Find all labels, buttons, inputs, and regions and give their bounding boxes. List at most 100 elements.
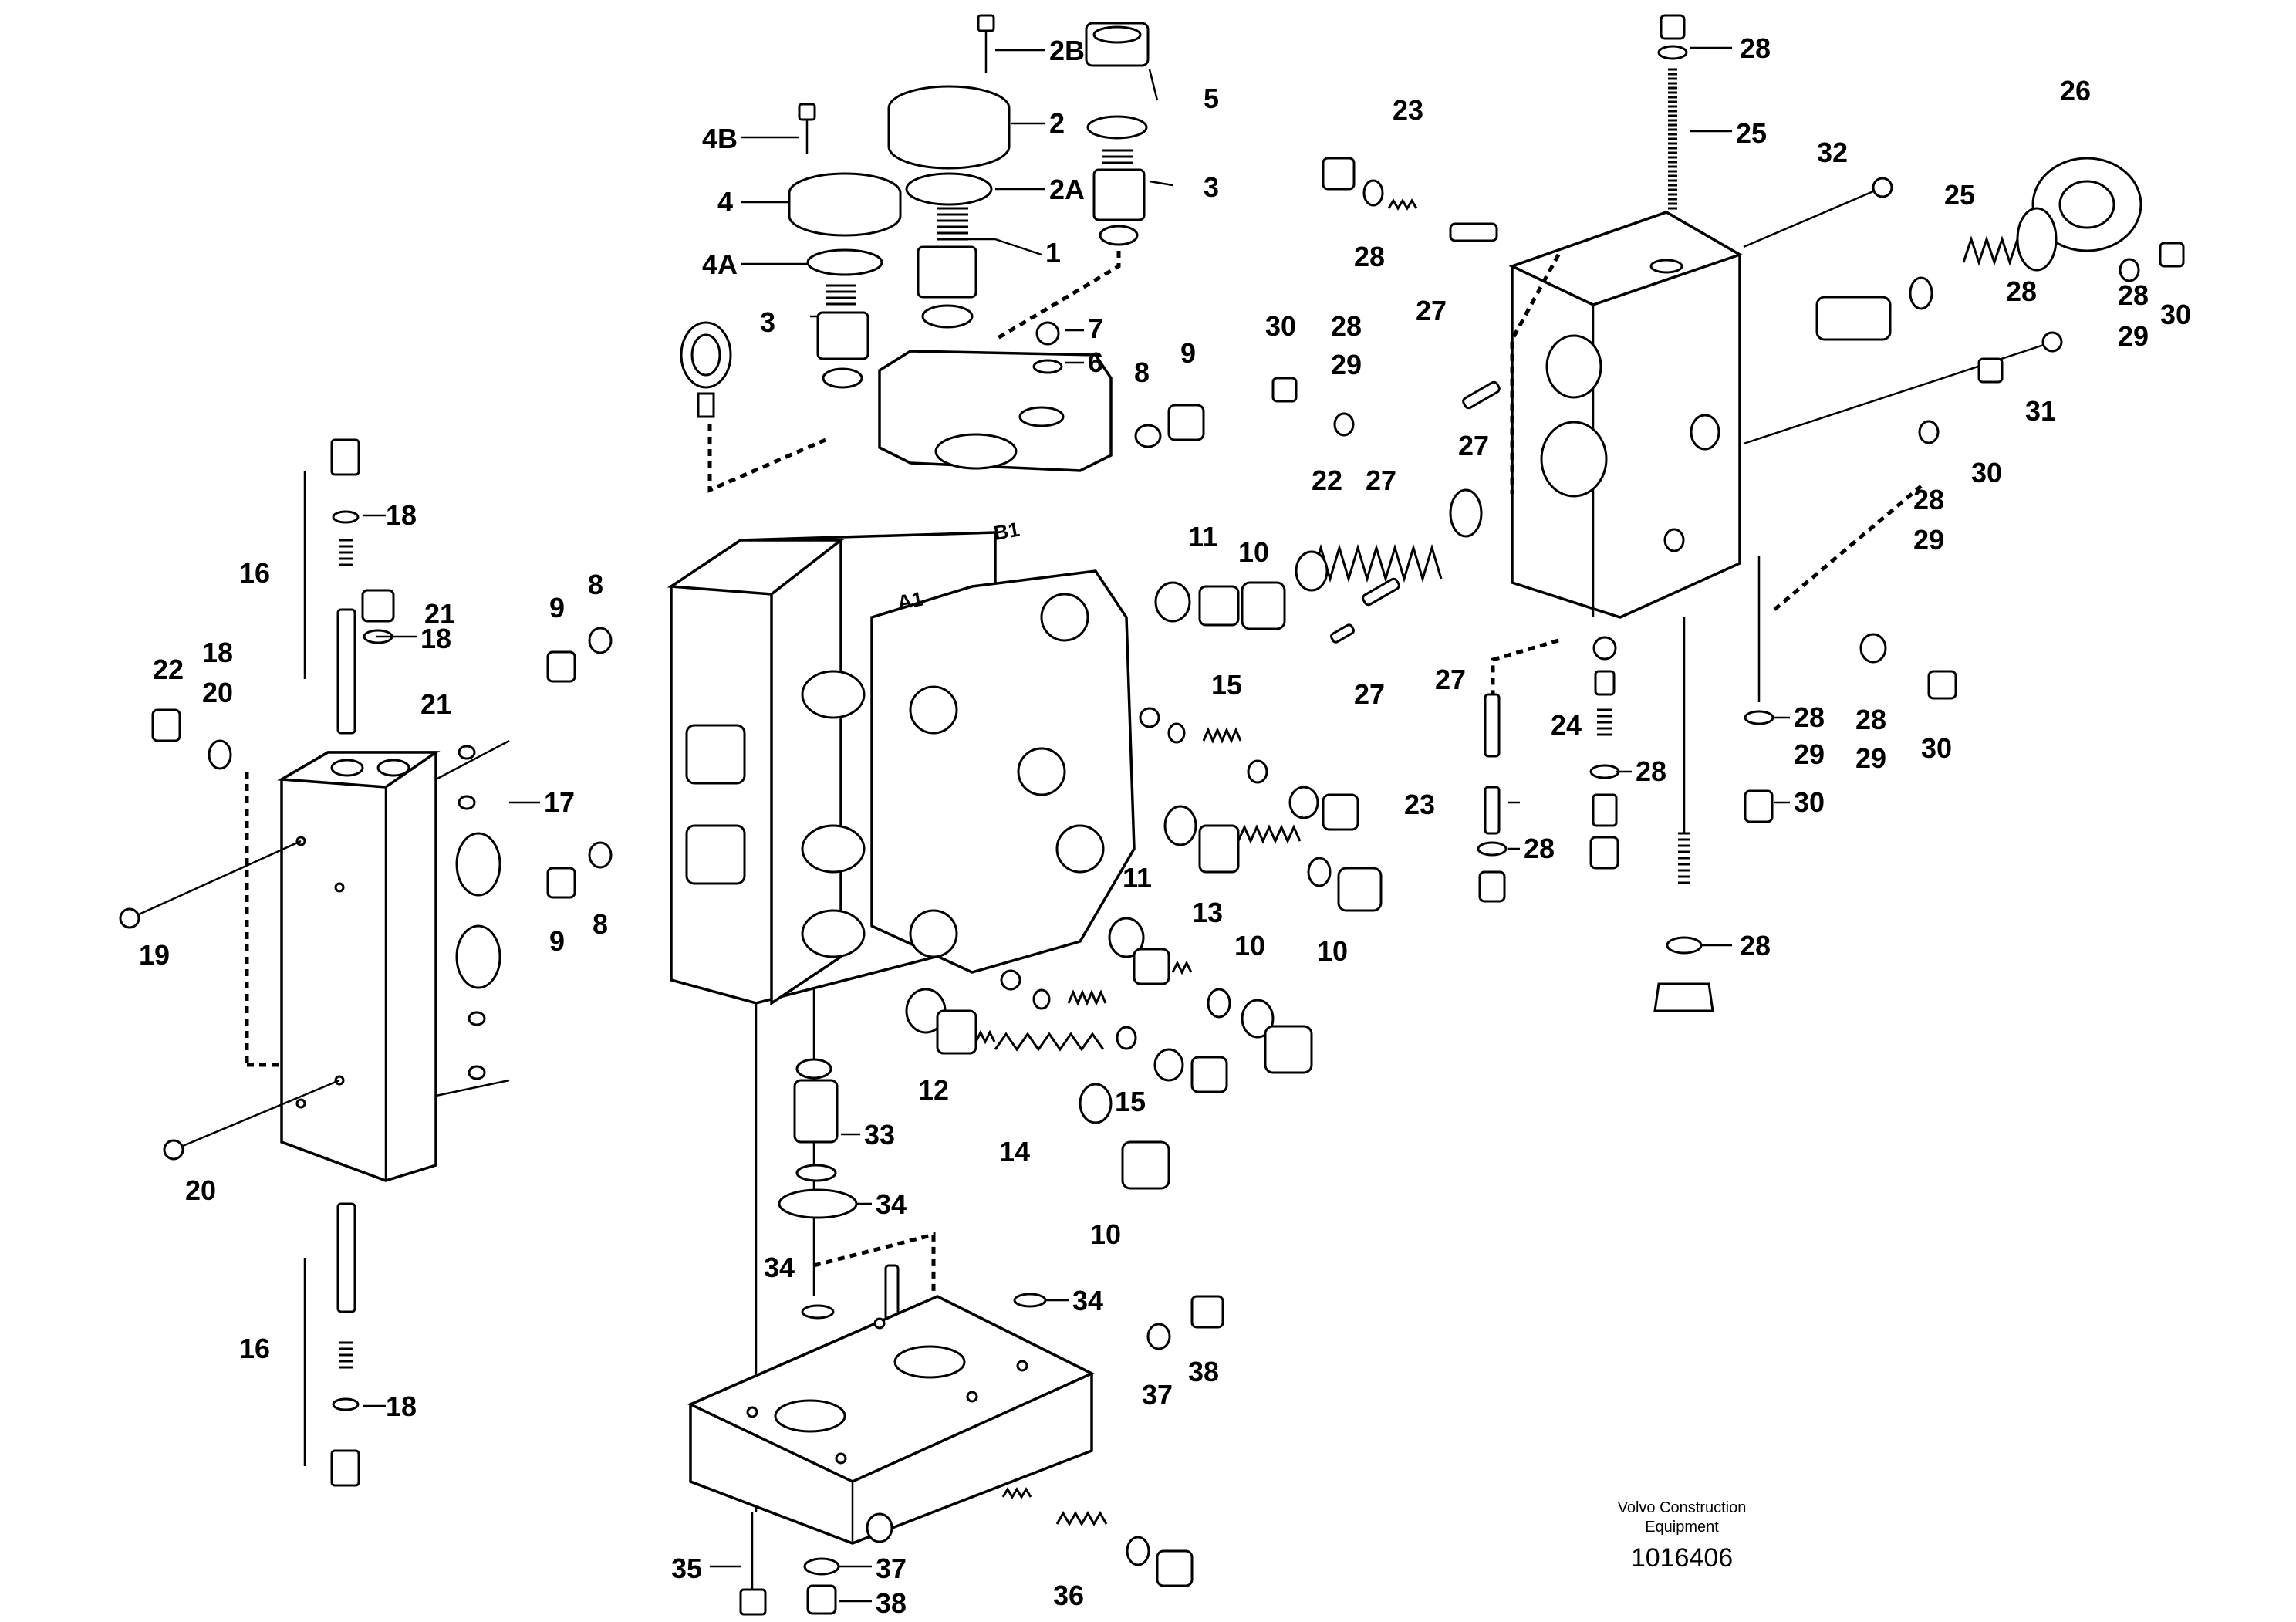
callout-4b: 4B xyxy=(702,123,738,154)
callout-28-i: 28 xyxy=(1794,701,1825,733)
caption-company-line1: Volvo Construction xyxy=(1618,1499,1747,1516)
callout-38-bottom: 38 xyxy=(876,1587,907,1619)
caption-company-line2: Equipment xyxy=(1645,1519,1719,1536)
port-label-a1: A1 xyxy=(896,587,925,614)
callout-30-a: 30 xyxy=(2160,299,2191,330)
callout-17: 17 xyxy=(544,786,575,818)
callout-25-top: 25 xyxy=(1736,117,1767,149)
callout-18-b: 18 xyxy=(420,623,451,654)
callout-10-bottom: 10 xyxy=(1090,1218,1121,1250)
callout-29-c: 29 xyxy=(1331,349,1362,380)
callout-25-right: 25 xyxy=(1944,179,1975,211)
left-section-valve xyxy=(119,438,510,1487)
callout-4a: 4A xyxy=(702,248,738,280)
callout-8-low: 8 xyxy=(593,908,608,940)
callout-30-b: 30 xyxy=(1971,457,2002,488)
callout-2: 2 xyxy=(1049,107,1065,139)
callout-18-a: 18 xyxy=(386,499,417,531)
callout-20-right: 21 xyxy=(420,688,451,720)
callout-19-a: 19 xyxy=(139,939,170,971)
callout-9-low: 9 xyxy=(549,925,565,957)
callout-28-c: 28 xyxy=(2006,275,2037,307)
callout-38-right: 38 xyxy=(1188,1356,1219,1387)
callout-labels: 2B 2 2A 1 4B 4 4A 3 5 3 7 6 8 9 9 8 9 8 … xyxy=(139,32,2191,1619)
callout-9-left: 9 xyxy=(549,592,565,623)
port-label-b1: B1 xyxy=(992,518,1021,545)
callout-33: 33 xyxy=(864,1119,895,1151)
callout-10-mid: 10 xyxy=(1317,935,1348,967)
callout-16-top: 16 xyxy=(239,557,270,589)
callout-29-b: 29 xyxy=(1913,524,1944,556)
callout-28-top: 28 xyxy=(1740,32,1771,64)
callout-20-left: 20 xyxy=(202,677,233,708)
callout-28-e: 28 xyxy=(1913,484,1944,515)
callout-22: 22 xyxy=(1312,465,1342,496)
callout-23-low: 23 xyxy=(1404,789,1435,820)
callout-27-c: 27 xyxy=(1366,465,1396,496)
callout-28-h: 28 xyxy=(1524,833,1555,864)
callout-29-e: 29 xyxy=(1855,742,1886,774)
bottom-block xyxy=(687,1295,1224,1616)
callout-28-j: 28 xyxy=(1855,704,1886,735)
callout-23-top: 23 xyxy=(1393,94,1423,126)
callout-11-top: 11 xyxy=(1188,521,1217,552)
callout-32: 32 xyxy=(1817,137,1848,168)
callout-34-a: 34 xyxy=(876,1188,907,1220)
callout-18-d: 18 xyxy=(386,1391,417,1422)
caption-drawing-number: 1016406 xyxy=(1631,1543,1733,1573)
callout-29-a: 29 xyxy=(2118,320,2149,352)
callout-4: 4 xyxy=(718,186,733,218)
callout-8-left: 8 xyxy=(588,569,603,600)
callout-5: 5 xyxy=(1204,83,1219,114)
callout-28-f: 28 xyxy=(1331,310,1362,342)
callout-31: 31 xyxy=(2025,395,2056,427)
eye-bolt xyxy=(680,321,826,493)
callout-10-top: 10 xyxy=(1238,536,1269,568)
callout-26: 26 xyxy=(2060,75,2091,106)
callout-27-e: 27 xyxy=(1435,664,1466,695)
callout-13: 13 xyxy=(1192,897,1223,928)
callout-28-k: 28 xyxy=(1740,930,1771,961)
callout-11-low: 11 xyxy=(1123,862,1152,894)
callout-27-a: 27 xyxy=(1416,295,1447,326)
leader-lines xyxy=(303,46,1790,1603)
callout-36: 36 xyxy=(1053,1580,1084,1611)
callout-19-b: 20 xyxy=(185,1174,216,1206)
callout-28-d: 28 xyxy=(2118,279,2149,311)
callout-14: 14 xyxy=(999,1136,1030,1168)
callout-12: 12 xyxy=(918,1074,949,1106)
callout-6: 6 xyxy=(1088,346,1103,378)
callout-7: 7 xyxy=(1088,313,1103,344)
callout-28-g: 28 xyxy=(1636,755,1666,787)
callout-16-bottom: 16 xyxy=(239,1333,270,1364)
callout-21-left: 22 xyxy=(153,654,184,685)
callout-8-top: 8 xyxy=(1134,357,1150,388)
callout-3-left: 3 xyxy=(760,306,775,338)
caption: Volvo Construction Equipment 1016406 xyxy=(1618,1499,1747,1573)
callout-28-b: 28 xyxy=(1354,241,1385,272)
main-valve-body: A1 B1 xyxy=(667,350,1136,1512)
callout-1: 1 xyxy=(1045,237,1061,269)
callout-2b: 2B xyxy=(1049,35,1085,66)
callout-27-d: 27 xyxy=(1354,678,1385,710)
top-stack-parts xyxy=(788,14,1205,448)
callout-15-top: 15 xyxy=(1211,669,1242,701)
side-valve-parts xyxy=(546,581,1383,1321)
callout-30-e: 30 xyxy=(1921,732,1952,764)
callout-34-c: 34 xyxy=(1072,1285,1103,1316)
callout-21-right: 21 xyxy=(424,598,455,630)
callout-37-bottom: 37 xyxy=(876,1553,907,1584)
callout-24: 24 xyxy=(1551,709,1582,741)
callout-10-right: 10 xyxy=(1234,930,1265,961)
callout-18-c: 18 xyxy=(202,637,233,668)
callout-27-b: 27 xyxy=(1458,430,1489,461)
callout-29-d: 29 xyxy=(1794,738,1825,770)
callout-30-d: 30 xyxy=(1794,786,1825,818)
callout-34-b: 34 xyxy=(764,1252,795,1283)
callout-3-right: 3 xyxy=(1204,171,1219,203)
callout-30-c: 30 xyxy=(1265,310,1296,342)
callout-9-top: 9 xyxy=(1180,337,1196,369)
callout-35: 35 xyxy=(671,1553,702,1584)
callout-15-low: 15 xyxy=(1115,1086,1146,1117)
